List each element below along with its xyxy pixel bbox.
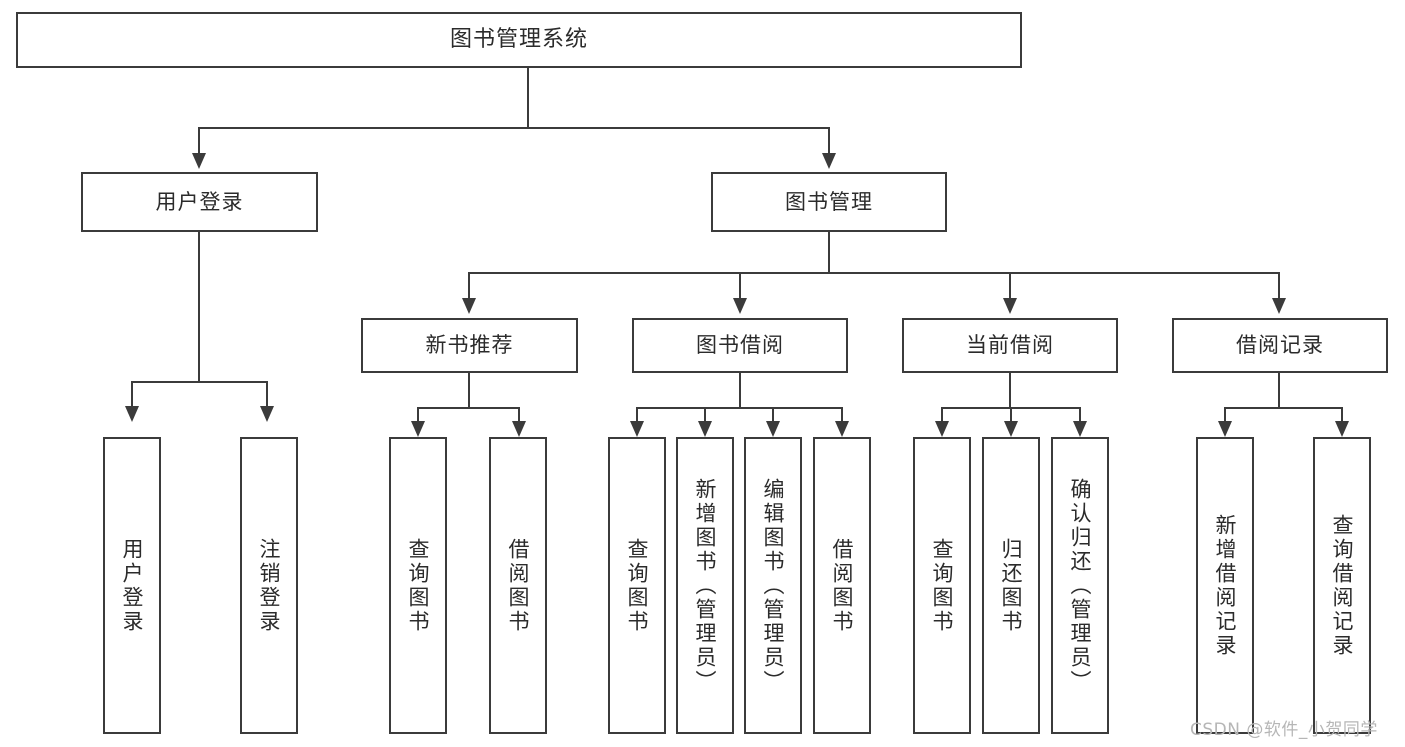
leaf-logout-label: 注销登录: [257, 537, 282, 634]
leaf-logout[interactable]: 注销登录: [240, 437, 298, 734]
connector-current-borrow-stem: [1009, 373, 1011, 408]
leaf-query-book-1-label: 查询图书: [406, 537, 431, 634]
leaf-borrow-book-2[interactable]: 借阅图书: [813, 437, 871, 734]
connector-book-borrow-stem: [739, 373, 741, 408]
arrowhead-to-leaf-query-book-2: [630, 421, 644, 437]
connector-book-borrow-drop-3: [772, 407, 774, 421]
node-book-management-label: 图书管理: [785, 189, 873, 214]
arrowhead-to-leaf-query-book-3: [935, 421, 949, 437]
connector-new-book-bus: [417, 407, 520, 409]
connector-current-borrow-drop-2: [1010, 407, 1012, 421]
arrowhead-to-leaf-query-book-1: [411, 421, 425, 437]
connector-book-mgmt-drop-1: [468, 272, 470, 298]
arrowhead-to-leaf-borrow-book-2: [835, 421, 849, 437]
connector-book-mgmt-drop-2: [739, 272, 741, 298]
connector-borrow-record-drop-1: [1224, 407, 1226, 421]
node-root-label: 图书管理系统: [449, 27, 588, 53]
connector-book-borrow-bus: [636, 407, 841, 409]
arrowhead-to-leaf-borrow-book-1: [512, 421, 526, 437]
connector-root-stem: [527, 68, 529, 128]
connector-current-borrow-drop-3: [1079, 407, 1081, 421]
connector-current-borrow-drop-1: [941, 407, 943, 421]
leaf-add-borrow-record[interactable]: 新增借阅记录: [1196, 437, 1254, 734]
connector-user-login-stem: [198, 232, 200, 382]
leaf-user-login-label: 用户登录: [120, 537, 145, 634]
arrowhead-root-to-book-mgmt: [822, 153, 836, 169]
leaf-query-book-2-label: 查询图书: [625, 537, 650, 634]
connector-new-book-drop-2: [518, 407, 520, 421]
connector-book-mgmt-drop-4: [1278, 272, 1280, 298]
node-book-management[interactable]: 图书管理: [711, 172, 947, 232]
arrowhead-to-leaf-edit-book: [766, 421, 780, 437]
leaf-query-book-1[interactable]: 查询图书: [389, 437, 447, 734]
connector-borrow-record-stem: [1278, 373, 1280, 408]
arrowhead-to-current-borrow: [1003, 298, 1017, 314]
leaf-query-borrow-record[interactable]: 查询借阅记录: [1313, 437, 1371, 734]
leaf-edit-book-admin-label: 编辑图书（管理员）: [761, 477, 786, 694]
leaf-query-book-3-label: 查询图书: [930, 537, 955, 634]
arrowhead-to-leaf-query-record: [1335, 421, 1349, 437]
leaf-borrow-book-1[interactable]: 借阅图书: [489, 437, 547, 734]
leaf-edit-book-admin[interactable]: 编辑图书（管理员）: [744, 437, 802, 734]
connector-borrow-record-drop-2: [1341, 407, 1343, 421]
leaf-add-book-admin-label: 新增图书（管理员）: [693, 477, 718, 694]
arrowhead-to-book-borrow: [733, 298, 747, 314]
node-current-borrow[interactable]: 当前借阅: [902, 318, 1118, 373]
leaf-query-borrow-record-label: 查询借阅记录: [1330, 513, 1355, 658]
leaf-user-login[interactable]: 用户登录: [103, 437, 161, 734]
leaf-add-borrow-record-label: 新增借阅记录: [1213, 513, 1238, 658]
arrowhead-root-to-user-login: [192, 153, 206, 169]
leaf-return-book[interactable]: 归还图书: [982, 437, 1040, 734]
connector-book-borrow-drop-1: [636, 407, 638, 421]
node-new-book-recommend-label: 新书推荐: [425, 333, 514, 358]
node-book-borrow[interactable]: 图书借阅: [632, 318, 848, 373]
leaf-query-book-3[interactable]: 查询图书: [913, 437, 971, 734]
leaf-add-book-admin[interactable]: 新增图书（管理员）: [676, 437, 734, 734]
leaf-borrow-book-1-label: 借阅图书: [506, 537, 531, 634]
arrowhead-to-leaf-user-login: [125, 406, 139, 422]
leaf-borrow-book-2-label: 借阅图书: [830, 537, 855, 634]
connector-user-login-drop-2: [266, 381, 268, 406]
node-book-borrow-label: 图书借阅: [696, 333, 784, 358]
arrowhead-to-new-book-rec: [462, 298, 476, 314]
node-borrow-record[interactable]: 借阅记录: [1172, 318, 1388, 373]
connector-book-mgmt-stem: [828, 232, 830, 273]
node-root[interactable]: 图书管理系统: [16, 12, 1022, 68]
arrowhead-to-leaf-confirm-return: [1073, 421, 1087, 437]
leaf-query-book-2[interactable]: 查询图书: [608, 437, 666, 734]
leaf-confirm-return-admin-label: 确认归还（管理员）: [1068, 477, 1093, 694]
connector-borrow-record-bus: [1224, 407, 1342, 409]
leaf-return-book-label: 归还图书: [999, 537, 1024, 634]
connector-book-mgmt-drop-3: [1009, 272, 1011, 298]
node-borrow-record-label: 借阅记录: [1236, 333, 1324, 358]
arrowhead-to-borrow-record: [1272, 298, 1286, 314]
connector-book-mgmt-bus: [468, 272, 1278, 274]
arrowhead-to-leaf-add-book: [698, 421, 712, 437]
connector-book-borrow-drop-2: [704, 407, 706, 421]
connector-book-borrow-drop-4: [841, 407, 843, 421]
node-current-borrow-label: 当前借阅: [966, 333, 1054, 358]
arrowhead-to-leaf-add-record: [1218, 421, 1232, 437]
connector-user-login-drop-1: [131, 381, 133, 406]
connector-user-login-bus: [131, 381, 268, 383]
node-user-login[interactable]: 用户登录: [81, 172, 318, 232]
connector-root-drop-1: [198, 127, 200, 153]
connector-root-drop-2: [828, 127, 830, 153]
connector-new-book-drop-1: [417, 407, 419, 421]
arrowhead-to-leaf-logout: [260, 406, 274, 422]
node-new-book-recommend[interactable]: 新书推荐: [361, 318, 578, 373]
leaf-confirm-return-admin[interactable]: 确认归还（管理员）: [1051, 437, 1109, 734]
node-user-login-label: 用户登录: [155, 189, 244, 214]
connector-root-bus: [198, 127, 830, 129]
connector-new-book-stem: [468, 373, 470, 408]
arrowhead-to-leaf-return-book: [1004, 421, 1018, 437]
